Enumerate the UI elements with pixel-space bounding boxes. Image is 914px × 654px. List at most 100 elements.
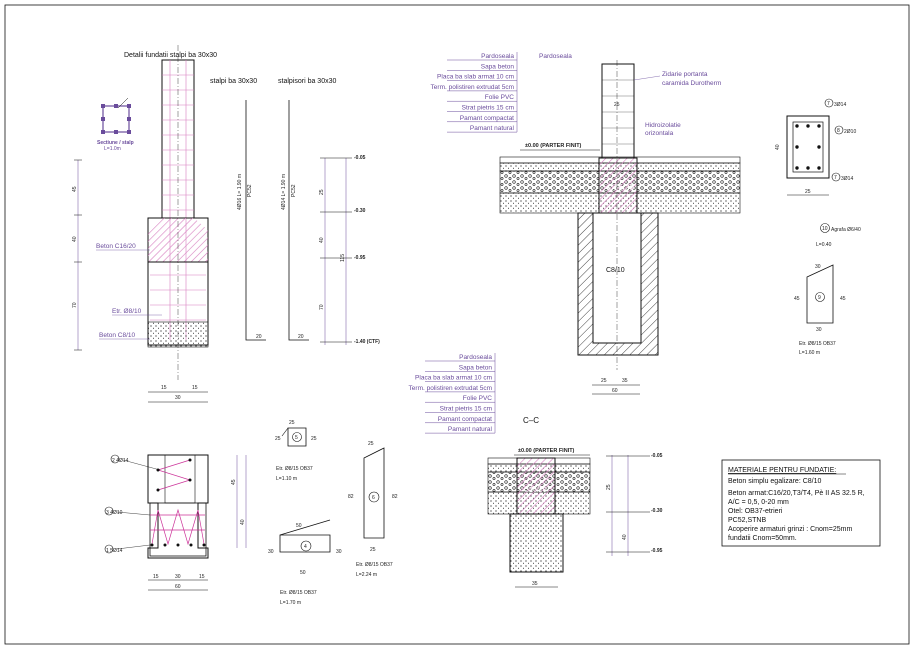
s5-caption: Etr. Ø8/15 OB37 bbox=[276, 466, 313, 472]
vdim-40: 40 bbox=[72, 236, 78, 242]
s4-dim-top: 50 bbox=[296, 523, 302, 529]
section-icon-caption: Sectiune / stalp bbox=[97, 140, 134, 146]
cs-label-3: 3 4Ø10 bbox=[106, 510, 123, 516]
lvl-dim-40: 40 bbox=[319, 237, 325, 243]
s4-dim-right: 30 bbox=[336, 549, 342, 555]
cs-hdim-60: 60 bbox=[175, 584, 181, 590]
layer-label: Pamant natural bbox=[448, 426, 493, 433]
s6-length: L=2.24 m bbox=[356, 572, 377, 578]
lvl-dim-25: 25 bbox=[319, 189, 325, 195]
s6-caption: Etr. Ø8/15 OB37 bbox=[356, 562, 393, 568]
cs-vdim-45: 45 bbox=[231, 479, 237, 485]
layer-label: Placa ba slab armat 10 cm bbox=[415, 375, 492, 382]
section-icon-sub: L=1.0m bbox=[104, 146, 121, 152]
footing-cross-section: 2 4Ø14 3 4Ø10 1 5Ø14 15 30 15 60 45 40 bbox=[104, 454, 247, 591]
hydro-label-1: Hidroizolatie bbox=[645, 122, 681, 129]
pardoseala-right: Pardoseala bbox=[539, 53, 572, 60]
level-00-label: ±0.00 (PARTER FINIT) bbox=[525, 143, 582, 149]
layer-label: Strat pietris 15 cm bbox=[440, 406, 492, 413]
materials-line-3: A/C = 0,5, 0-20 mm bbox=[728, 499, 789, 506]
cc-level-00: ±0.00 (PARTER FINIT) bbox=[518, 448, 575, 454]
column-section-icon bbox=[102, 105, 130, 133]
vdim-70: 70 bbox=[72, 302, 78, 308]
cc-lvl-2: -0.30 bbox=[651, 508, 663, 514]
cc-lvl-3: -0.95 bbox=[651, 548, 663, 554]
layer-label: Sapa beton bbox=[481, 63, 515, 70]
layer-label: Folie PVC bbox=[463, 395, 493, 402]
s6-dim-left: 82 bbox=[348, 494, 354, 500]
layer-label: Pardoseala bbox=[481, 53, 514, 60]
beam-rebar-top: 3Ø14 bbox=[834, 102, 846, 108]
beam-label: C16/20 bbox=[608, 183, 634, 192]
layer-label: Pardoseala bbox=[459, 354, 492, 361]
cs-label-2: 2 4Ø14 bbox=[112, 458, 129, 464]
wall-bottom-dim-1: 25 bbox=[601, 378, 607, 384]
s4-num: 4 bbox=[304, 544, 307, 550]
layer-label: Sapa beton bbox=[459, 364, 493, 371]
hdim-30: 30 bbox=[175, 395, 181, 401]
cs-hdim-15a: 15 bbox=[153, 574, 159, 580]
rebar2-sub: PC52 bbox=[291, 184, 297, 197]
s9-caption: Etr. Ø8/15 OB37 bbox=[799, 341, 836, 347]
s9-num: 9 bbox=[818, 295, 821, 301]
base-dim-1: 20 bbox=[256, 334, 262, 340]
cs-hdim-15b: 15 bbox=[199, 574, 205, 580]
wall-label-1: Zidarie portanta bbox=[662, 71, 708, 78]
beton-c16-label: Beton C16/20 bbox=[96, 243, 136, 250]
etrier-label: Etr. Ø8/10 bbox=[112, 308, 142, 315]
level-3: -0.95 bbox=[354, 255, 366, 261]
layer-label: Strat pietris 15 cm bbox=[462, 105, 514, 112]
layer-label: Term. polistiren extrudat 5cm bbox=[431, 84, 514, 91]
s6-dim-right: 82 bbox=[392, 494, 398, 500]
cs-hdim-30: 30 bbox=[175, 574, 181, 580]
layer-label: Pamant natural bbox=[470, 125, 515, 132]
beam-dim-h: 40 bbox=[775, 144, 781, 150]
vdim-45: 45 bbox=[72, 186, 78, 192]
cc-dim-40: 40 bbox=[622, 534, 628, 540]
col1-title: stalpi ba 30x30 bbox=[210, 78, 257, 85]
cc-title: C–C bbox=[523, 416, 539, 425]
sheet-border bbox=[4, 4, 910, 645]
materials-line-6: Acoperire armaturi grinzi : Cnom=25mm bbox=[728, 526, 852, 533]
cc-beam-label: C16/20 bbox=[524, 487, 547, 494]
hydro-label-2: orizontala bbox=[645, 130, 674, 137]
rebar2-text: 4Ø14 L= 1.90 m bbox=[281, 174, 287, 210]
rebar1-sub: PC52 bbox=[247, 184, 253, 197]
cc-dim-25: 25 bbox=[606, 484, 612, 490]
beam-num-7a: 7 bbox=[827, 101, 830, 107]
materials-line-7: fundatii Cnom=50mm. bbox=[728, 535, 797, 542]
beam-cross-section: 7 8 7 3Ø14 2Ø10 3Ø14 40 25 10 Agrafa Ø6/… bbox=[775, 98, 861, 356]
s9-dim-right: 45 bbox=[840, 296, 846, 302]
s5-dim-right: 25 bbox=[311, 436, 317, 442]
level-1: -0.05 bbox=[354, 155, 366, 161]
left-detail-title: Detalii fundatii stalpi ba 30x30 bbox=[124, 52, 217, 59]
beam-rebar-bot: 3Ø14 bbox=[841, 176, 853, 182]
wall-label-2: caramida Durotherm bbox=[662, 80, 721, 87]
cc-lvl-1: -0.05 bbox=[651, 453, 663, 459]
layer-label: Pamant compactat bbox=[460, 115, 514, 122]
stirrup-6: 6 25 82 82 25 Etr. Ø8/15 OB37 L=2.24 m bbox=[348, 441, 398, 578]
s9-dim-bottom: 30 bbox=[816, 327, 822, 333]
s9-length: L=1.60 m bbox=[799, 350, 820, 356]
column-footing-elevation: Detalii fundatii stalpi ba 30x30 Beton C… bbox=[72, 45, 380, 403]
stirrup-4: 4 50 30 30 50 Etr. Ø8/15 OB37 L=1.70 m bbox=[268, 519, 342, 606]
cs-vdim-40: 40 bbox=[240, 519, 246, 525]
layer-label: Term. polistiren extrudat 5cm bbox=[409, 385, 492, 392]
s5-dim-top: 25 bbox=[289, 420, 295, 426]
lvl-dim-70: 70 bbox=[319, 304, 325, 310]
agrafa-num: 10 bbox=[822, 226, 828, 232]
lvl-dim-115: 115 bbox=[340, 254, 346, 262]
wall-bottom-dim-3: 60 bbox=[612, 388, 618, 394]
s5-dim-left: 25 bbox=[275, 436, 281, 442]
materials-line-5: PC52,STNB bbox=[728, 517, 766, 524]
s5-num: 5 bbox=[295, 435, 298, 441]
cs-label-1: 1 5Ø14 bbox=[106, 548, 123, 554]
level-2: -0.30 bbox=[354, 208, 366, 214]
stirrup-5: 5 25 25 25 Etr. Ø8/15 OB37 L=1.10 m bbox=[275, 420, 317, 482]
layer-label: Pamant compactat bbox=[438, 416, 492, 423]
